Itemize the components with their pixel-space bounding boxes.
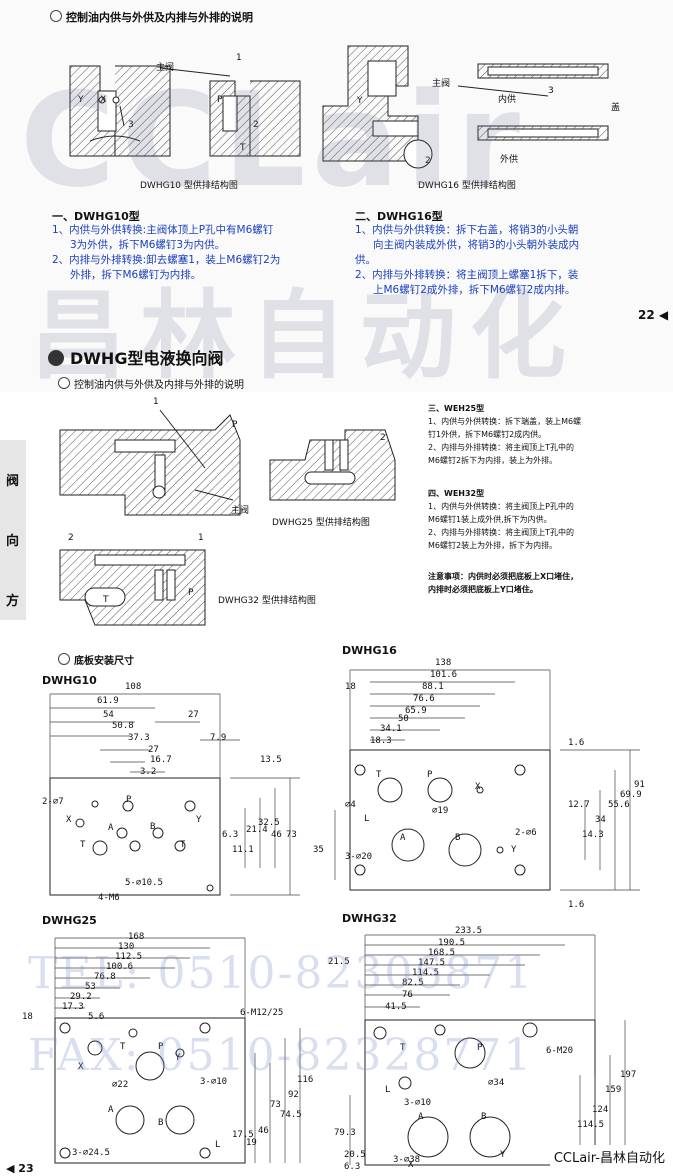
label-main-valve: 主阀 <box>156 63 175 73</box>
page-number-23: ◀ 23 <box>6 1162 34 1175</box>
label-y-16: Y <box>357 96 363 106</box>
title-bullet-icon <box>48 350 64 366</box>
label-x: X <box>100 95 107 105</box>
label-cover: 盖 <box>611 103 621 113</box>
top-section-heading: 控制油内供与外供及内排与外排的说明 <box>50 9 253 25</box>
label-3: 3 <box>128 120 134 130</box>
label-2-25: 2 <box>380 433 386 443</box>
brand-watermark: CCLair <box>20 64 527 216</box>
label-main-valve-25: 主阀 <box>231 506 250 516</box>
right-heading: 二、DWHG16型 <box>355 210 443 223</box>
label-t: T <box>240 143 246 153</box>
fig-caption-dwhg25: DWHG25 型供排结构图 <box>272 518 370 528</box>
dwhg25-title: DWHG25 <box>42 914 97 927</box>
dwhg10-plate-drawing <box>49 693 300 896</box>
label-2-16: 2 <box>425 156 431 166</box>
label-2: 2 <box>253 120 259 130</box>
label-outer: 外供 <box>500 155 519 165</box>
label-p-25: P <box>232 420 238 430</box>
bottom-section-heading: 底板安装尺寸 <box>58 652 134 667</box>
watermark-fax: FAX: 0510-82328771 <box>28 1030 534 1081</box>
page-number-22: 22 ◀ <box>638 308 669 322</box>
dwhg16-supply-diagram <box>322 45 609 169</box>
label-2-32: 2 <box>68 533 74 543</box>
label-p: P <box>217 95 223 105</box>
fig-caption-dwhg16: DWHG16 型供排结构图 <box>418 181 516 191</box>
label-t-32: T <box>103 595 109 605</box>
brand-watermark-cn: 昌林自动化 <box>30 280 580 392</box>
dwhg32-plate-drawing <box>349 934 626 1166</box>
label-1-25: 1 <box>153 397 159 407</box>
dwhg32-title: DWHG32 <box>342 912 397 925</box>
dwhg10-supply-diagram <box>69 65 301 157</box>
fig-caption-dwhg10: DWHG10 型供排结构图 <box>140 181 238 191</box>
bullet-icon <box>58 377 70 389</box>
label-1-32: 1 <box>198 533 204 543</box>
dwhg16-title: DWHG16 <box>342 644 397 657</box>
label-1: 1 <box>236 53 242 63</box>
watermark-tel: TEL: 0510-82306871 <box>28 948 535 999</box>
dwhg10-title: DWHG10 <box>42 674 97 687</box>
label-3-16: 3 <box>548 86 554 96</box>
label-main-valve-16: 主阀 <box>432 79 451 89</box>
sidebar-tab: 阀 向 方 <box>0 440 26 620</box>
dwhg32-supply-diagram <box>59 549 206 626</box>
bullet-icon <box>58 653 70 665</box>
label-y: Y <box>78 95 84 105</box>
dwhg16-plate-drawing <box>334 669 640 891</box>
mid-subtitle: 控制油内供与外供及内排与外排的说明 <box>58 376 244 391</box>
weh-notes: 三、WEH25型 1、内供与外供转换：拆下端盖，装上M6螺 钉1外供，拆下M6螺… <box>428 404 582 594</box>
dwhg25-plate-drawing <box>54 937 301 1164</box>
product-title: DWHG型电液换向阀 <box>48 345 223 369</box>
label-p-32: P <box>188 588 194 598</box>
dwhg25-supply-diagram <box>59 409 396 516</box>
brand-logo: CCLair-昌林自动化 <box>549 1145 669 1168</box>
bullet-icon <box>50 10 62 22</box>
left-text: 1、内供与外供转换:主阀体顶上P孔中有M6螺钉 3为外供，拆下M6螺钉3为内供。… <box>52 224 281 281</box>
fig-caption-dwhg32: DWHG32 型供排结构图 <box>218 596 316 606</box>
right-text: 1、内供与外供转换：拆下右盖，将销3的小头朝 向主阀内装成外供，将销3的小头朝外… <box>355 224 580 296</box>
label-inner: 内供 <box>498 95 517 105</box>
left-heading: 一、DWHG10型 <box>52 210 140 223</box>
